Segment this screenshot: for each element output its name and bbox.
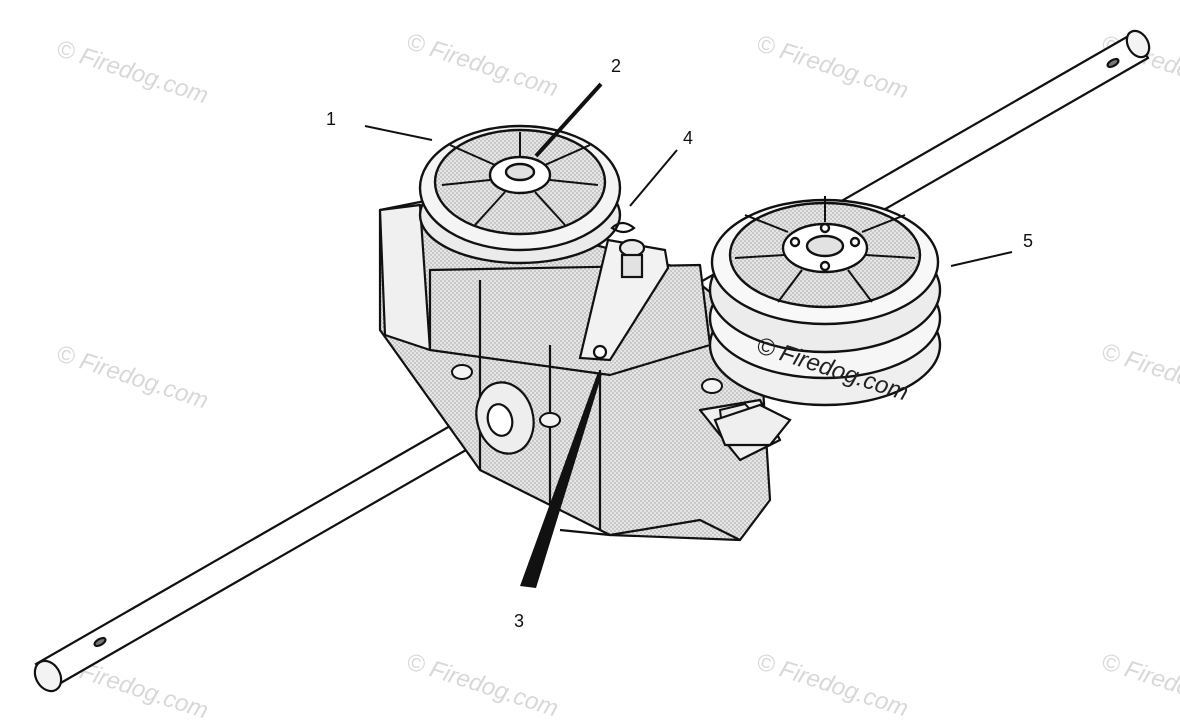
watermark-text: © Firedog.com [53,340,211,414]
watermark-text: © Firedog.com [753,30,911,104]
watermark-text: © Firedog.com [403,28,561,102]
leader-line-4 [629,149,678,207]
input-pulley [418,124,622,265]
watermark-text: © Firedog.com [403,648,561,722]
output-pulley [708,196,942,407]
leader-line-5 [950,251,1013,267]
watermark-text: © Firedog.com [1098,648,1180,722]
leader-line-3 [520,372,602,588]
callout-3: 3 [514,611,524,631]
callout-5: 5 [1023,231,1033,251]
callout-4: 4 [683,128,693,148]
axle-bearing [475,381,535,455]
callout-1: 1 [326,109,336,129]
watermark-text: © Firedog.com [753,648,911,722]
gearbox-housing [378,198,782,542]
lower-mount-bracket [713,403,792,447]
leader-line-1 [364,125,433,141]
watermark-text: © Firedog.com [1098,338,1180,412]
idler-bracket [578,221,670,362]
leader-line-2 [534,82,603,158]
leader-lines [364,82,1013,588]
watermark-text: © Firedog.com [53,35,211,109]
callout-2: 2 [611,56,621,76]
callout-labels: 1 2 3 4 5 [326,56,1033,631]
